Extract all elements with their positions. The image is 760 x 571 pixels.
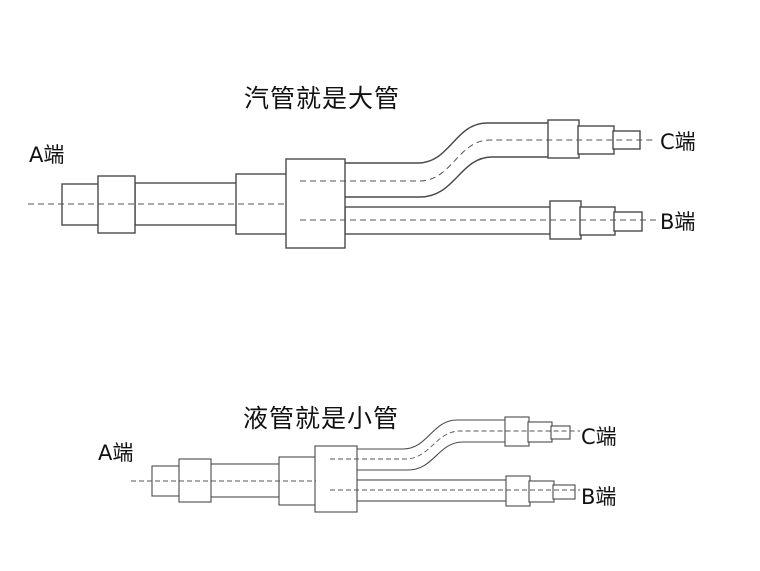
- gas-b-end-label: B端: [660, 210, 696, 234]
- liquid-c-end-label: C端: [581, 425, 617, 449]
- liquid-c-end-collar: [504, 416, 530, 447]
- gas-c-branch-lower-wall: [345, 156, 556, 198]
- liquid-c-branch-lower-wall: [357, 441, 508, 471]
- gas-c-branch-upper-wall: [345, 122, 556, 164]
- gas-c-end-label: C端: [660, 130, 696, 154]
- gas-b-end-neck: [579, 206, 616, 236]
- liquid-branch-body: [314, 445, 358, 513]
- liquid-b-end-label: B端: [581, 485, 617, 509]
- liquid-b-branch-tube: [356, 479, 510, 502]
- liquid-c-end-tip: [550, 425, 571, 440]
- gas-b-end-tip: [613, 211, 643, 232]
- gas-c-end-collar: [547, 119, 580, 159]
- liquid-a-end-collar: [178, 458, 212, 503]
- liquid-b-end-neck: [528, 480, 555, 503]
- liquid-b-end-collar: [505, 475, 531, 507]
- gas-branch-body: [285, 158, 346, 249]
- gas-pipe-branch: [28, 119, 656, 249]
- liquid-c-branch-upper-wall: [357, 419, 508, 450]
- liquid-c-end-neck: [527, 421, 553, 443]
- gas-c-centerline: [300, 139, 656, 182]
- liquid-main-tube: [209, 463, 283, 498]
- gas-a-end-label: A端: [29, 143, 65, 167]
- liquid-c-centerline: [330, 430, 580, 460]
- liquid-pipe-title: 液管就是小管: [243, 404, 400, 433]
- liquid-b-end-tip: [552, 484, 576, 500]
- gas-pipe-title: 汽管就是大管: [244, 84, 401, 113]
- liquid-pipe-branch: [131, 416, 580, 513]
- liquid-a-end-label: A端: [98, 441, 134, 465]
